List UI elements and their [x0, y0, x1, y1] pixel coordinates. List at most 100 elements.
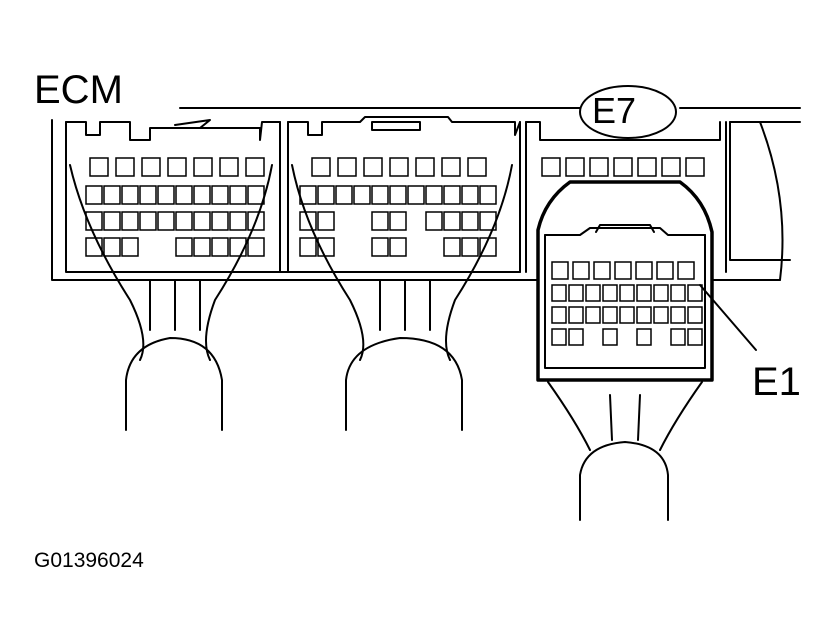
connector-pin: [635, 261, 653, 280]
connector-pin: [389, 185, 407, 205]
connector-pin: [157, 211, 175, 231]
connector-pin: [443, 185, 461, 205]
connector-pin: [568, 306, 584, 324]
connector-pin: [670, 328, 686, 346]
connector-2: [291, 157, 513, 431]
connector-pin: [247, 185, 265, 205]
connector-pin: [317, 185, 335, 205]
connector-pin: [677, 261, 695, 280]
connector-pin: [193, 211, 211, 231]
connector-pin: [467, 157, 487, 177]
connector-pin: [565, 157, 585, 177]
connector-pin: [193, 185, 211, 205]
connector-pin: [389, 157, 409, 177]
connector-pin: [415, 157, 435, 177]
connector-pin: [687, 284, 703, 302]
connector-pin: [141, 157, 161, 177]
connector-pin: [371, 185, 389, 205]
connector-pin: [589, 157, 609, 177]
ecm-label: ECM: [34, 68, 123, 112]
connector-pin: [541, 157, 561, 177]
connector-pin: [572, 261, 590, 280]
connector-pin: [157, 185, 175, 205]
connector-pin: [219, 157, 239, 177]
connector-pin: [614, 261, 632, 280]
connector-pin: [103, 185, 121, 205]
connector-pin: [371, 211, 389, 231]
connector-pin: [568, 328, 584, 346]
connector-pin: [602, 284, 618, 302]
connector-pin: [619, 284, 635, 302]
connector-pin: [211, 185, 229, 205]
connector-pin: [661, 157, 681, 177]
connector-pin: [441, 157, 461, 177]
connector-pin: [175, 237, 193, 257]
connector-pin: [461, 211, 479, 231]
connector-pin: [653, 284, 669, 302]
connector-pin: [593, 261, 611, 280]
connector-pin: [247, 237, 265, 257]
connector-pin: [311, 157, 331, 177]
connector-pin: [167, 157, 187, 177]
figure-code: G01396024: [34, 549, 144, 572]
connector-pin: [636, 306, 652, 324]
connector-pin: [229, 185, 247, 205]
connector-pin: [103, 237, 121, 257]
connector-pin: [371, 237, 389, 257]
connector-pin: [121, 211, 139, 231]
connector-pin: [229, 211, 247, 231]
connector-pin: [89, 157, 109, 177]
connector-pin: [407, 185, 425, 205]
connector-pin: [175, 185, 193, 205]
connector-pin: [613, 157, 633, 177]
connector-pin: [389, 211, 407, 231]
connector-pin: [299, 237, 317, 257]
connector-pin: [211, 237, 229, 257]
connector-pin: [193, 237, 211, 257]
connector-pin: [585, 284, 601, 302]
connector-pin: [619, 306, 635, 324]
connector-pin: [115, 157, 135, 177]
connector-pin: [85, 185, 103, 205]
connector-pin: [656, 261, 674, 280]
connector-pin: [389, 237, 407, 257]
connector-pin: [353, 185, 371, 205]
connector-pin: [211, 211, 229, 231]
connector-1: [69, 157, 273, 431]
connector-pin: [585, 306, 601, 324]
connector-pin: [461, 185, 479, 205]
connector-pin: [193, 157, 213, 177]
connector-pin: [551, 328, 567, 346]
e7-connector-plug: [536, 180, 714, 521]
connector-pin: [551, 261, 569, 280]
connector-pin: [602, 306, 618, 324]
connector-pin: [443, 211, 461, 231]
connector-pin: [685, 157, 705, 177]
connector-pin: [479, 185, 497, 205]
connector-pin: [568, 284, 584, 302]
e7-callout: [579, 85, 677, 139]
connector-pin: [425, 211, 443, 231]
connector-pin: [363, 157, 383, 177]
connector-pin: [687, 306, 703, 324]
connector-pin: [317, 211, 335, 231]
connector-pin: [636, 328, 652, 346]
connector-pin: [103, 211, 121, 231]
connector-pin: [670, 306, 686, 324]
connector-pin: [602, 328, 618, 346]
connector-pin: [245, 157, 265, 177]
connector-e7-label: E7: [592, 90, 637, 131]
connector-pin: [335, 185, 353, 205]
connector-pin: [636, 284, 652, 302]
connector-3-e7: [541, 157, 705, 177]
connector-pin: [653, 306, 669, 324]
connector-pin: [175, 211, 193, 231]
connector-pin: [637, 157, 657, 177]
connector-pin: [687, 328, 703, 346]
connector-pin: [551, 284, 567, 302]
connector-pin: [139, 211, 157, 231]
e1-leader-line: [699, 284, 757, 351]
connector-pin: [139, 185, 157, 205]
connector-pin: [443, 237, 461, 257]
